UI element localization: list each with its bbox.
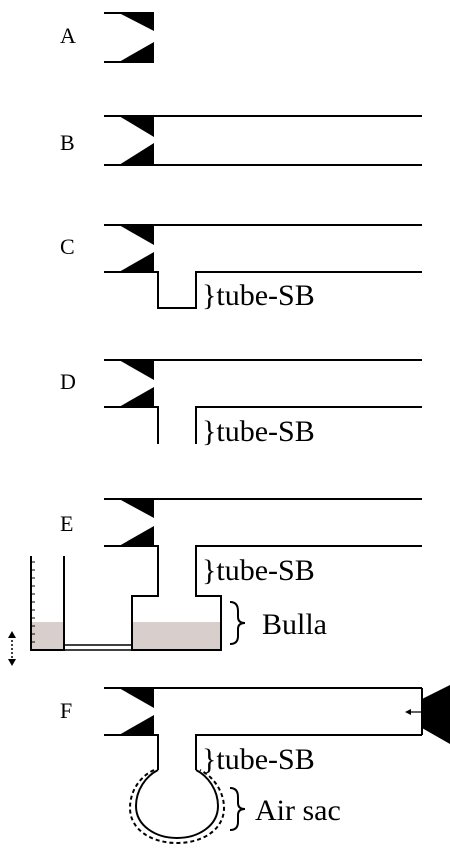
panel-b-letter: B [60, 130, 75, 155]
horizontal-double-arrow-icon [405, 709, 447, 715]
panel-e: E }tube-SB Bulla [8, 498, 422, 666]
panel-a: A [60, 12, 154, 63]
bulla-brace [229, 601, 246, 645]
panel-f: F }tube-SB Air sac [60, 685, 450, 845]
panel-e-letter: E [60, 511, 73, 536]
bulla-label: Bulla [262, 608, 327, 641]
panel-e-lower-valve [119, 526, 154, 546]
air-sac-outer-dashed [128, 769, 226, 845]
panel-c-letter: C [60, 234, 75, 259]
vertical-double-arrow-icon [8, 631, 16, 666]
panel-e-upper-valve [119, 499, 154, 518]
panel-a-upper-valve [119, 13, 154, 31]
manometer-liquid [31, 622, 64, 650]
panel-d-lower-valve [119, 387, 154, 407]
panel-f-right-branch-wall [195, 734, 422, 770]
panel-b: B [60, 115, 422, 166]
panel-f-letter: F [60, 698, 72, 723]
manometer-cylinder [30, 556, 65, 651]
air-sac-inner [134, 769, 220, 840]
air-sac-label: Air sac [255, 794, 341, 827]
panel-b-lower-valve [119, 143, 154, 165]
panel-c: C }tube-SB [60, 224, 422, 312]
panel-f-lower-valve [119, 715, 154, 735]
panel-d-right-branch-wall [195, 406, 422, 444]
panel-b-upper-valve [119, 116, 154, 137]
panel-d-upper-valve [119, 360, 154, 380]
panel-f-left-branch-wall [104, 734, 159, 770]
panel-d-left-branch-wall [104, 406, 159, 444]
panel-c-upper-valve [119, 225, 154, 245]
panel-a-lower-valve [119, 42, 154, 62]
panel-f-piston [422, 685, 450, 744]
panel-f-upper-valve [119, 688, 154, 708]
bulla-liquid [132, 622, 221, 650]
panel-d-letter: D [60, 369, 76, 394]
panel-e-branch-and-bulla [104, 545, 422, 651]
panel-c-lower-valve [119, 252, 154, 272]
panel-c-tube-sb-label: }tube-SB [202, 279, 315, 312]
panel-f-tube-sb-label: }tube-SB [202, 743, 315, 776]
panel-d: D }tube-SB [60, 359, 422, 448]
air-sac-brace [229, 787, 246, 831]
panel-e-tube-sb-label: }tube-SB [202, 554, 315, 587]
panel-d-tube-sb-label: }tube-SB [202, 415, 315, 448]
panel-a-letter: A [60, 23, 76, 48]
